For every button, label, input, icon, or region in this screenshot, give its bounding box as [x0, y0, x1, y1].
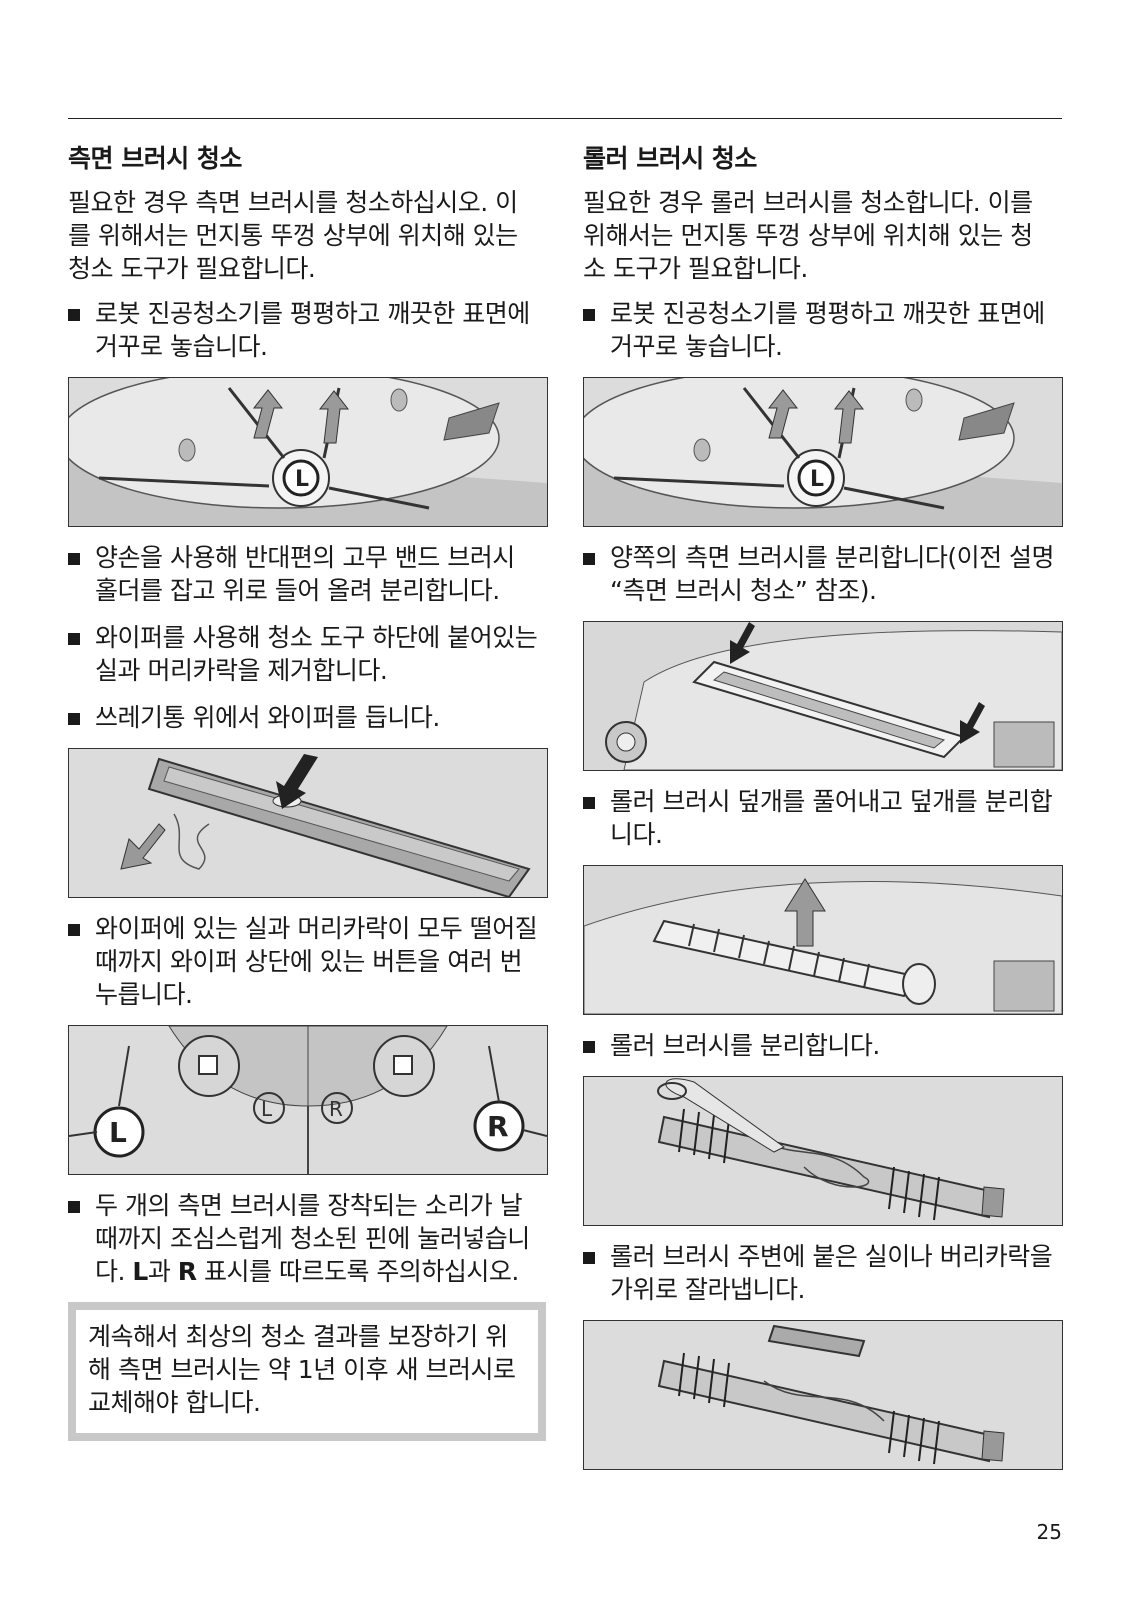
figure-wiper-button [68, 748, 548, 898]
page-number: 25 [1036, 1520, 1062, 1544]
list-item: 롤러 브러시 주변에 붙은 실이나 버리카락을 가위로 잘라냅니다. [583, 1240, 1055, 1306]
list-item: 로봇 진공청소기를 평평하고 깨끗한 표면에 거꾸로 놓습니다. [583, 297, 1055, 363]
list-item: 두 개의 측면 브러시를 장착되는 소리가 날 때까지 조심스럽게 청소된 핀에… [68, 1189, 540, 1288]
svg-text:L: L [810, 467, 824, 492]
intro-text: 필요한 경우 롤러 브러시를 청소합니다. 이를 위해서는 먼지통 뚜껑 상부에… [583, 188, 1033, 283]
label-r: R [177, 1257, 197, 1286]
list-item: 쓰레기통 위에서 와이퍼를 듭니다. [68, 701, 540, 734]
intro-text: 필요한 경우 측면 브러시를 청소하십시오. 이를 위해서는 먼지통 뚜껑 상부… [68, 188, 518, 283]
step-text: 로봇 진공청소기를 평평하고 깨끗한 표면에 거꾸로 놓습니다. [95, 299, 530, 361]
figure-remove-side-brushes: L [68, 377, 548, 527]
figure-cut-hair [583, 1076, 1063, 1226]
list-item: 양쪽의 측면 브러시를 분리합니다(이전 설명 “측면 브러시 청소” 참조). [583, 541, 1055, 607]
figure-remove-side-brushes: L [583, 377, 1063, 527]
bullet-icon [68, 633, 80, 645]
label-l: L [132, 1257, 148, 1286]
side-brush-section: 측면 브러시 청소 필요한 경우 측면 브러시를 청소하십시오. 이를 위해서는… [68, 140, 548, 1441]
list-item: 롤러 브러시를 분리합니다. [583, 1029, 1055, 1062]
bullet-icon [583, 553, 595, 565]
step-text: 표시를 따르도록 주의하십시오. [196, 1257, 519, 1286]
figure-cleaned-roller [583, 1320, 1063, 1470]
bullet-icon [68, 553, 80, 565]
step-text: 롤러 브러시를 분리합니다. [610, 1031, 880, 1060]
fig-label-l-large: L [109, 1116, 127, 1149]
top-rule [68, 118, 1062, 119]
bullet-icon [583, 797, 595, 809]
step-text: 와이퍼에 있는 실과 머리카락이 모두 떨어질 때까지 와이퍼 상단에 있는 버… [95, 914, 538, 1009]
bullet-icon [583, 1252, 595, 1264]
list-item: 와이퍼를 사용해 청소 도구 하단에 붙어있는 실과 머리카락을 제거합니다. [68, 621, 540, 687]
step-text: 롤러 브러시 주변에 붙은 실이나 버리카락을 가위로 잘라냅니다. [610, 1242, 1053, 1304]
note-box: 계속해서 최상의 청소 결과를 보장하기 위해 측면 브러시는 약 1년 이후 … [68, 1302, 546, 1441]
step-text: 쓰레기통 위에서 와이퍼를 듭니다. [95, 703, 440, 732]
bullet-icon [583, 1041, 595, 1053]
step-text: 로봇 진공청소기를 평평하고 깨끗한 표면에 거꾸로 놓습니다. [610, 299, 1045, 361]
step-text: 두 개의 측면 브러시를 장착되는 소리가 날 때까지 조심스럽게 청소된 핀에… [95, 1191, 530, 1286]
figure-roller-cover [583, 621, 1063, 771]
list-item: 롤러 브러시 덮개를 풀어내고 덮개를 분리합니다. [583, 785, 1055, 851]
fig-label-r: R [329, 1097, 343, 1121]
list-item: 로봇 진공청소기를 평평하고 깨끗한 표면에 거꾸로 놓습니다. [68, 297, 540, 363]
step-text: 롤러 브러시 덮개를 풀어내고 덮개를 분리합니다. [610, 787, 1053, 849]
svg-text:L: L [295, 467, 309, 492]
section-heading: 측면 브러시 청소 [68, 144, 242, 173]
bullet-icon [68, 713, 80, 725]
step-text: 양쪽의 측면 브러시를 분리합니다(이전 설명 “측면 브러시 청소” 참조). [610, 543, 1055, 605]
section-heading: 롤러 브러시 청소 [583, 144, 757, 173]
bullet-icon [583, 309, 595, 321]
list-item: 와이퍼에 있는 실과 머리카락이 모두 떨어질 때까지 와이퍼 상단에 있는 버… [68, 912, 540, 1011]
bullet-icon [68, 309, 80, 321]
list-item: 양손을 사용해 반대편의 고무 밴드 브러시 홀더를 잡고 위로 들어 올려 분… [68, 541, 540, 607]
step-text: 과 [147, 1257, 178, 1286]
bullet-icon [68, 924, 80, 936]
step-text: 양손을 사용해 반대편의 고무 밴드 브러시 홀더를 잡고 위로 들어 올려 분… [95, 543, 515, 605]
step-text: 와이퍼를 사용해 청소 도구 하단에 붙어있는 실과 머리카락을 제거합니다. [95, 623, 538, 685]
figure-attach-brushes: L R L R [68, 1025, 548, 1175]
bullet-icon [68, 1201, 80, 1213]
fig-label-r-large: R [487, 1110, 509, 1143]
roller-brush-section: 롤러 브러시 청소 필요한 경우 롤러 브러시를 청소합니다. 이를 위해서는 … [583, 140, 1063, 1484]
figure-remove-roller [583, 865, 1063, 1015]
fig-label-l: L [261, 1097, 273, 1121]
